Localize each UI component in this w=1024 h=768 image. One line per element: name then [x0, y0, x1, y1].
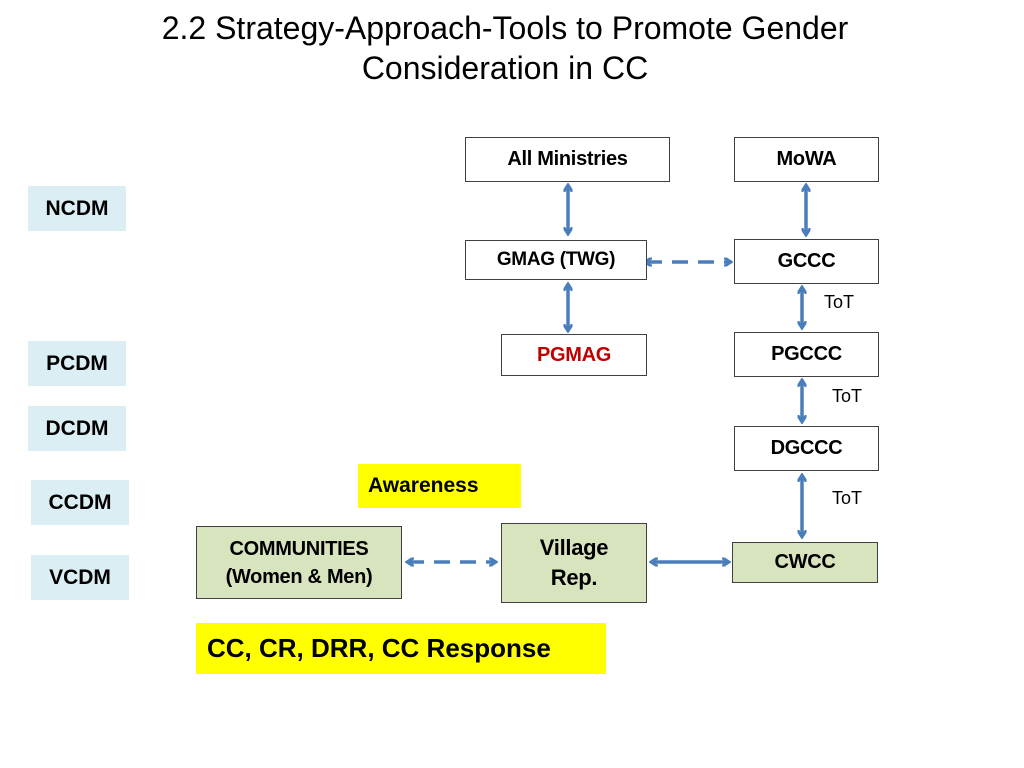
level-pcdm: PCDM: [28, 341, 126, 386]
node-gccc: GCCC: [734, 239, 879, 284]
node-village-rep: Village Rep.: [501, 523, 647, 603]
node-pgmag: PGMAG: [501, 334, 647, 376]
node-mowa: MoWA: [734, 137, 879, 182]
village-line-1: Village: [539, 535, 609, 560]
node-cwcc: CWCC: [732, 542, 878, 583]
node-dgccc: DGCCC: [734, 426, 879, 471]
node-gmag: GMAG (TWG): [465, 240, 647, 280]
page-title: 2.2 Strategy-Approach-Tools to Promote G…: [161, 10, 849, 86]
node-all-ministries: All Ministries: [465, 137, 670, 182]
awareness-label: Awareness: [358, 464, 521, 508]
level-dcdm: DCDM: [28, 406, 126, 451]
tot-label-3: ToT: [832, 488, 863, 508]
level-vcdm: VCDM: [31, 555, 129, 600]
node-communities: COMMUNITIES (Women & Men): [196, 526, 402, 599]
node-pgccc: PGCCC: [734, 332, 879, 377]
level-ccdm: CCDM: [31, 480, 129, 525]
communities-line-1: COMMUNITIES: [229, 537, 369, 560]
tot-label-2: ToT: [832, 386, 863, 406]
response-banner: CC, CR, DRR, CC Response: [196, 623, 606, 674]
village-line-2: Rep.: [550, 565, 598, 590]
level-ncdm: NCDM: [28, 186, 126, 231]
communities-line-2: (Women & Men): [225, 565, 373, 588]
tot-label-1: ToT: [824, 292, 855, 312]
